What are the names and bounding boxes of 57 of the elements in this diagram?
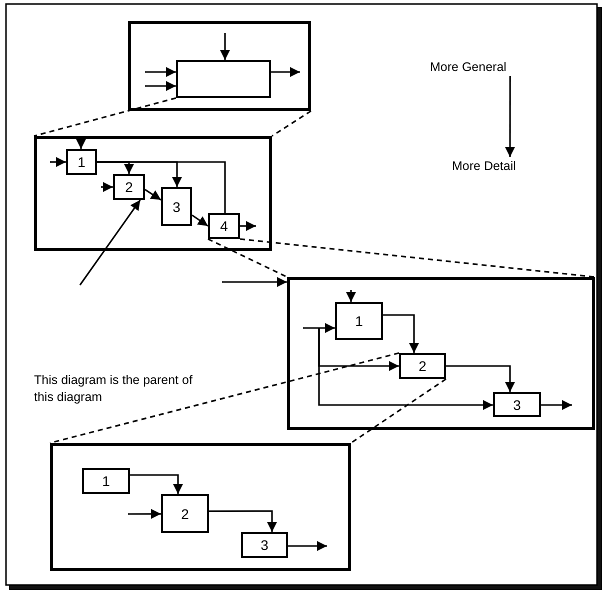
arrow — [222, 277, 287, 287]
arrow — [240, 221, 256, 231]
zoom-line — [272, 110, 312, 137]
activity-box — [335, 302, 383, 340]
activity-box — [208, 213, 240, 239]
zoom-line — [34, 97, 176, 137]
note-text: This diagram is the parent of this diagram — [34, 372, 206, 408]
box-number: 2 — [181, 506, 189, 522]
arrow — [79, 200, 141, 286]
activity-box — [176, 60, 271, 98]
arrow — [303, 323, 335, 333]
arrow — [271, 67, 300, 77]
note-text: More Detail — [452, 157, 552, 175]
connector-arrow — [192, 214, 208, 227]
box-number: 1 — [102, 473, 110, 489]
activity-box — [241, 532, 288, 558]
activity-box — [66, 149, 97, 175]
arrow — [346, 290, 356, 302]
box-number: 1 — [355, 313, 363, 329]
diagram-panel — [287, 277, 595, 430]
zoom-line — [240, 238, 596, 278]
connector-arrow — [130, 474, 183, 494]
box-number: 2 — [125, 179, 133, 195]
activity-box — [161, 494, 209, 533]
arrow — [101, 182, 113, 192]
connector-arrow — [144, 188, 162, 201]
arrow — [50, 157, 66, 167]
arrow — [128, 508, 161, 519]
activity-box — [493, 392, 541, 417]
activity-box — [113, 174, 145, 200]
arrow — [541, 400, 572, 410]
box-number: 3 — [513, 396, 521, 412]
arrow — [220, 33, 230, 60]
arrow — [76, 139, 86, 149]
box-number: 4 — [220, 218, 228, 234]
connector-arrow — [383, 314, 419, 353]
connector-arrow — [505, 76, 515, 157]
activity-box — [82, 468, 130, 494]
box-number: 3 — [260, 537, 268, 553]
connector-arrow — [446, 365, 515, 392]
arrow — [288, 541, 327, 551]
box-number: 2 — [418, 358, 426, 374]
arrow — [145, 81, 176, 91]
note-text: More General — [430, 58, 534, 76]
diagram-panel — [128, 21, 311, 111]
activity-box — [399, 353, 446, 379]
arrow — [145, 67, 176, 77]
arrow — [318, 328, 493, 410]
diagram-panel — [50, 443, 351, 571]
box-number: 1 — [78, 154, 86, 170]
connector-arrow — [209, 510, 277, 532]
zoom-line — [50, 352, 400, 444]
zoom-line — [208, 238, 288, 278]
zoom-line — [350, 378, 446, 444]
box-number: 3 — [172, 198, 180, 214]
diagram-panel — [34, 136, 272, 251]
activity-box — [161, 187, 192, 226]
